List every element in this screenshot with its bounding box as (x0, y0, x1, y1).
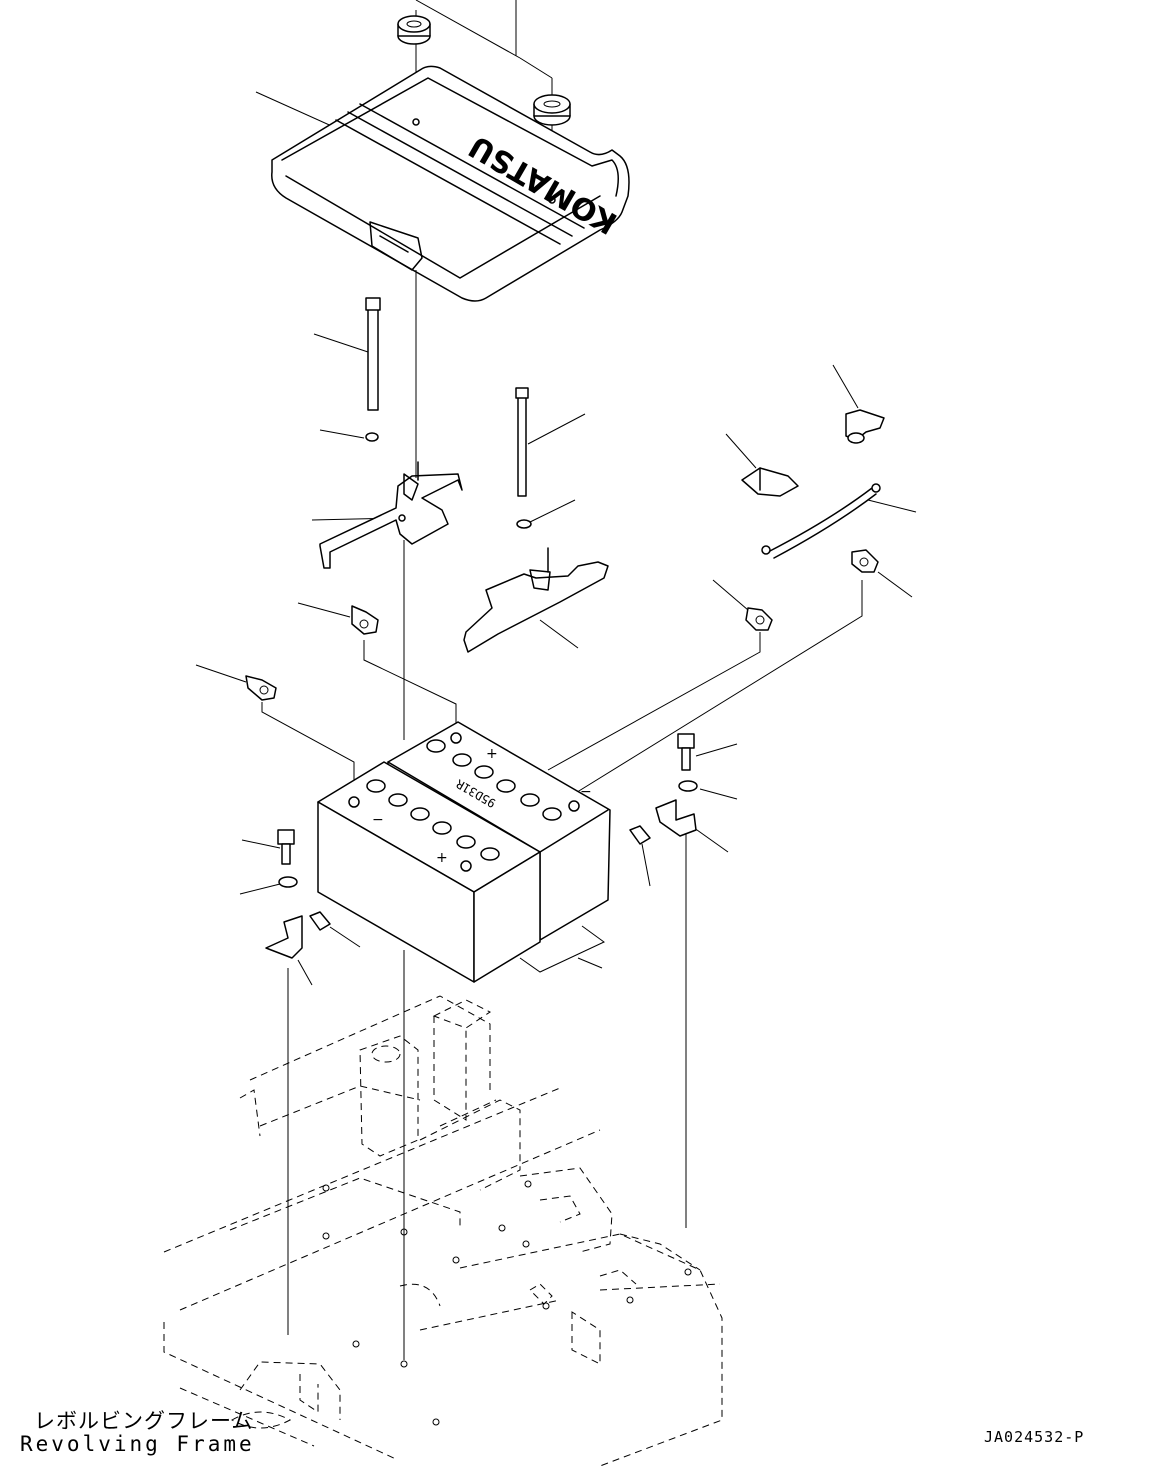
terminal-clamp-b (245, 675, 277, 701)
terminal-clamp-c (745, 607, 773, 631)
drawing-number: JA024532-P (984, 1428, 1085, 1446)
terminal-minus-rear: − (580, 784, 592, 800)
terminal-minus-front: − (372, 812, 384, 828)
washer-bolt-right (678, 780, 698, 792)
terminal-plus-rear: + (486, 746, 498, 762)
revolving-frame (163, 995, 723, 1467)
battery-cable (761, 483, 881, 559)
hold-down-rod-left (365, 297, 381, 411)
spacer-pad-left (309, 911, 331, 931)
connection-lines (261, 270, 863, 1360)
bolt-left (277, 829, 295, 865)
washer-right (516, 519, 532, 529)
battery-set-bracket (519, 925, 605, 973)
washer-bolt-left (278, 876, 298, 888)
terminal-cover (741, 467, 799, 497)
frame-caption-japanese: レボルビングフレーム (34, 1409, 254, 1433)
cover-knob-right (533, 94, 571, 126)
battery-cover: KOMATSU (271, 65, 630, 302)
cover-knob-left (397, 15, 431, 45)
terminal-connector (845, 409, 885, 444)
clamp-plate-left (265, 915, 303, 959)
hold-down-bracket-right (463, 547, 609, 653)
frame-caption-english: Revolving Frame (20, 1432, 255, 1456)
battery-front (317, 761, 541, 983)
leader-lines (195, 0, 917, 986)
frame-holes (322, 1180, 692, 1426)
terminal-clamp-d (851, 549, 879, 573)
spacer-pad-right (629, 825, 651, 845)
terminal-clamp-a (351, 605, 379, 635)
washer-left (365, 432, 379, 442)
terminal-plus-front: + (436, 850, 448, 866)
battery-caps (348, 732, 580, 872)
hold-down-rod-right (515, 387, 529, 497)
hold-down-bracket-left (319, 461, 463, 569)
clamp-plate-right (655, 799, 697, 837)
bolt-right (677, 733, 695, 771)
